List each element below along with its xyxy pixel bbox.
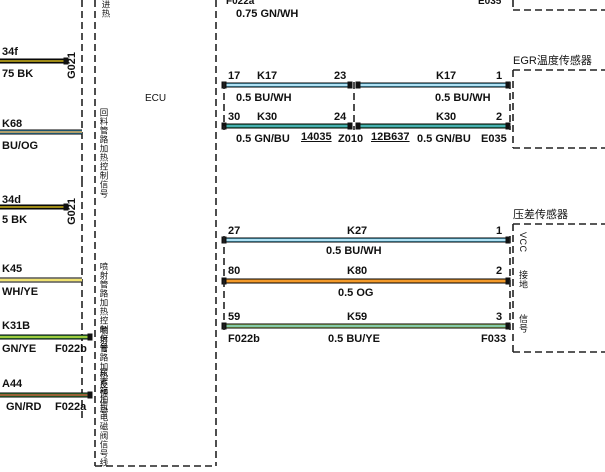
spec-row1-a: 0.5 BU/WH <box>236 92 292 104</box>
desc-f: 尿素箱加热电磁阀信号线 <box>99 368 109 467</box>
wire-k59: K59 <box>347 311 368 323</box>
top-right-connector: E035 <box>478 0 502 7</box>
spec-row3: 0.5 BU/WH <box>326 245 382 257</box>
left-conn-a: G021 <box>66 52 78 79</box>
connector-dot-5 <box>347 122 353 130</box>
left-code-d: K45 <box>2 263 23 275</box>
pin-vcc-label: VCC <box>518 232 528 253</box>
left-dot-e <box>87 333 93 341</box>
left-spec-a: 75 BK <box>2 68 34 80</box>
left-spec-e: GN/YE <box>2 343 37 355</box>
top-connector: F022a <box>226 0 255 7</box>
left-code-b: K68 <box>2 118 23 130</box>
left-dot-a <box>63 57 69 65</box>
spec-row2-b: 0.5 GN/BU <box>417 133 471 145</box>
pin-27: 27 <box>228 225 241 237</box>
left-conn-f: F022a <box>55 401 87 413</box>
pressure-sensor-label: 压差传感器 <box>513 209 568 221</box>
connector-dot-11 <box>505 277 511 285</box>
connector-dot-6 <box>355 122 361 130</box>
wire-k80: K80 <box>347 265 368 277</box>
desc-d: 喷射管路加热控制信号 <box>99 262 109 352</box>
left-code-e: K31B <box>2 320 31 332</box>
left-code-a: 34f <box>2 46 18 58</box>
connector-f033: F033 <box>481 333 507 345</box>
left-code-c: 34d <box>2 194 21 206</box>
left-spec-d: WH/YE <box>2 286 39 298</box>
code-12b637: 12B637 <box>371 131 410 143</box>
pin-59: 59 <box>228 311 241 323</box>
spec-row4: 0.5 OG <box>338 287 374 299</box>
left-code-f: A44 <box>2 378 23 390</box>
connector-dot-13 <box>505 322 511 330</box>
spec-row2-a: 0.5 GN/BU <box>236 133 290 145</box>
pin-30: 30 <box>228 111 241 123</box>
connector-dot-1 <box>347 81 353 89</box>
pin-1-egr: 1 <box>496 70 503 82</box>
connector-z010: Z010 <box>338 133 364 145</box>
pin-ground-label: 接地 <box>518 270 528 289</box>
wire-k30-a: K30 <box>257 111 278 123</box>
wire-k17-a: K17 <box>257 70 278 82</box>
pin-2-press: 2 <box>496 265 503 277</box>
wire-k30-b: K30 <box>436 111 457 123</box>
left-spec-f: GN/RD <box>6 401 42 413</box>
left-spec-b: BU/OG <box>2 140 39 152</box>
pin-80: 80 <box>228 265 241 277</box>
connector-dot-7 <box>505 122 511 130</box>
spec-row1-b: 0.5 BU/WH <box>435 92 491 104</box>
left-dot-f <box>87 391 93 399</box>
pin-23: 23 <box>334 70 347 82</box>
code-14035: 14035 <box>301 131 332 143</box>
wire-k27: K27 <box>347 225 368 237</box>
connector-dot-3 <box>505 81 511 89</box>
ecu-label: ECU <box>145 93 167 104</box>
pin-24: 24 <box>334 111 347 123</box>
connector-e035: E035 <box>481 133 507 145</box>
pin-3-press: 3 <box>496 311 503 323</box>
egr-sensor-label: EGR温度传感器 <box>513 55 592 67</box>
left-spec-c: 5 BK <box>2 214 28 226</box>
left-conn-e: F022b <box>55 343 87 355</box>
left-conn-c: G021 <box>66 198 78 225</box>
pin-17: 17 <box>228 70 241 82</box>
left-dot-c <box>63 203 69 211</box>
desc-b: 回料管路加热控制信号 <box>99 108 109 198</box>
pin-signal-label: 信号 <box>518 314 528 333</box>
connector-dot-9 <box>505 236 511 244</box>
pin-2-egr: 2 <box>496 111 503 123</box>
top-wire-spec: 0.75 GN/WH <box>236 8 299 20</box>
desc-e: 喷射管路加热反馈信号 <box>99 326 109 416</box>
spec-row5: 0.5 BU/YE <box>328 333 380 345</box>
desc-top: 进热 <box>101 0 111 18</box>
pin-1-press: 1 <box>496 225 503 237</box>
connector-dot-2 <box>355 81 361 89</box>
wire-k17-b: K17 <box>436 70 457 82</box>
connector-f022b: F022b <box>228 333 260 345</box>
